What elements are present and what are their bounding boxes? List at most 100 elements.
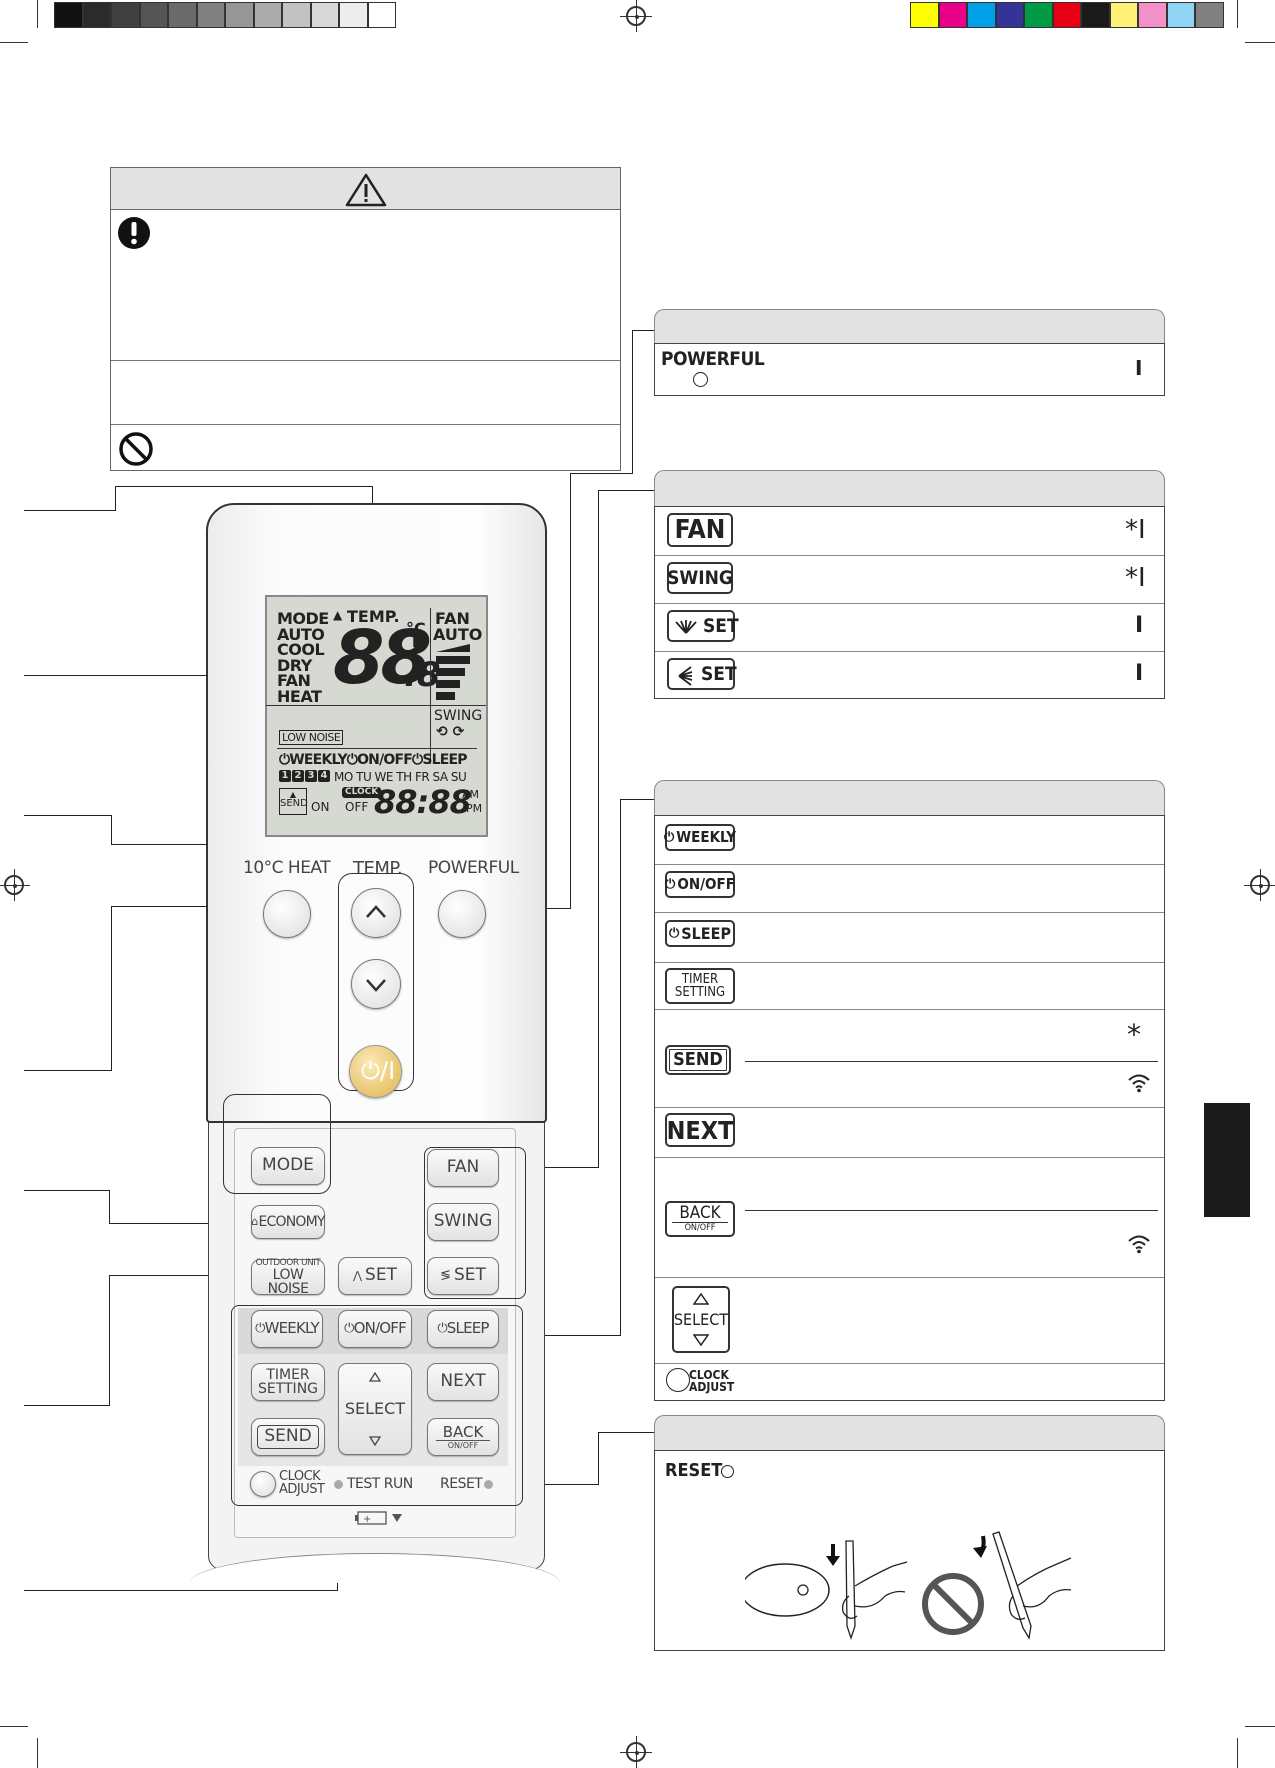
select-button[interactable]: SELECT <box>338 1363 412 1455</box>
horizontal-airflow-set-key-icon: SET <box>667 658 737 690</box>
lcd-mode-list: MODE AUTO COOL DRY FAN HEAT <box>277 611 329 704</box>
onoff-label: ON/OFF <box>677 875 735 893</box>
vertical-airflow-set-button[interactable]: ⋀SET <box>338 1257 412 1295</box>
lcd-sleep: SLEEP <box>422 752 467 768</box>
lcd-time: 88:88 <box>374 783 472 821</box>
fan-panel-header <box>654 470 1165 506</box>
temp-down-button[interactable] <box>351 959 401 1009</box>
registration-mark-icon <box>620 0 652 32</box>
timer-panel-header <box>654 780 1165 815</box>
vertical-airflow-icon <box>675 620 697 634</box>
weekly-key-icon: ⏻WEEKLY <box>664 824 736 851</box>
crop-mark <box>1245 42 1275 43</box>
back-label: BACK <box>442 1422 484 1441</box>
leader-line <box>109 1275 110 1406</box>
lcd-divider <box>430 608 431 764</box>
leader-line <box>109 1275 254 1276</box>
lcd-pm: PM <box>466 802 483 815</box>
color-swatch <box>938 2 967 28</box>
lcd-send: SEND <box>280 798 308 809</box>
wifi-icon <box>1128 1074 1150 1093</box>
fan-button[interactable]: FAN <box>427 1149 499 1187</box>
color-swatch <box>1024 2 1053 28</box>
clock-label: CLOCK <box>279 1469 321 1484</box>
registration-mark-icon <box>0 869 30 901</box>
lcd-up-triangle-icon: ▲ <box>333 608 343 622</box>
lcd-dry: DRY <box>277 655 312 675</box>
onoff-button[interactable]: ⏻ON/OFF <box>338 1310 412 1348</box>
select-key-icon: SELECT <box>672 1286 730 1353</box>
fan-panel: FAN *I SWING *I SET I SET I <box>654 506 1165 699</box>
lcd-program-number: 2 <box>292 770 304 782</box>
asterisk-icon: * <box>1127 1018 1141 1051</box>
lcd-low-noise: LOW NOISE <box>279 730 344 745</box>
clock-adjust-button[interactable] <box>250 1471 276 1497</box>
timer-label: TIMER <box>681 972 719 987</box>
reset-panel-header <box>654 1415 1165 1451</box>
next-button[interactable]: NEXT <box>427 1363 499 1401</box>
color-swatch <box>1195 2 1224 28</box>
lcd-deg-c: °C <box>406 619 426 638</box>
crop-mark <box>1237 0 1238 28</box>
leader-line <box>570 473 633 474</box>
reset-illustration <box>745 1531 1072 1641</box>
color-swatch <box>339 2 368 28</box>
lcd-divider <box>266 705 431 706</box>
weekly-button[interactable]: ⏻WEEKLY <box>251 1310 323 1348</box>
color-swatch <box>967 2 996 28</box>
reset-button[interactable] <box>484 1480 493 1489</box>
color-swatch <box>910 2 939 28</box>
send-button[interactable]: SEND <box>251 1418 325 1456</box>
lcd-send-indicator: ▲SEND <box>279 788 308 815</box>
set-label: SET <box>701 662 737 685</box>
back-label: BACK <box>679 1203 721 1223</box>
battery-icon: + <box>355 1511 402 1525</box>
lcd-temp-digits: 88 <box>333 615 432 701</box>
powerful-button[interactable] <box>438 890 486 938</box>
color-swatch <box>139 2 168 28</box>
exclamation-circle-icon <box>118 217 150 249</box>
setting-label: SETTING <box>257 1381 319 1397</box>
send-label: SEND <box>257 1425 319 1449</box>
sleep-button[interactable]: ⏻SLEEP <box>427 1310 499 1348</box>
leader-line <box>372 486 373 504</box>
color-swatch <box>995 2 1024 28</box>
lcd-clock: CLOCK <box>342 787 382 798</box>
horizontal-set-mark: I <box>1135 661 1144 686</box>
swing-button[interactable]: SWING <box>427 1203 499 1241</box>
leader-line <box>111 906 112 1071</box>
set-label: SET <box>365 1265 397 1286</box>
leader-line <box>524 1167 599 1168</box>
back-leader-line <box>745 1210 1158 1211</box>
color-swatch <box>225 2 254 28</box>
mode-button[interactable]: MODE <box>251 1147 325 1185</box>
reset-label: RESET <box>440 1476 483 1492</box>
leader-line <box>115 486 373 487</box>
test-run-indicator[interactable] <box>334 1480 343 1489</box>
clock-label: CLOCK <box>689 1368 729 1382</box>
lcd-weekly: WEEKLY <box>289 752 347 768</box>
temp-up-button[interactable] <box>351 888 401 938</box>
powerful-button-icon <box>693 372 708 387</box>
swing-key-icon: SWING <box>667 562 733 594</box>
fan-group-outline <box>424 1147 526 1299</box>
color-swatch <box>253 2 282 28</box>
onoff-key-icon: ⏻ON/OFF <box>665 871 735 898</box>
economy-button[interactable]: ⌂ECONOMY <box>251 1205 325 1239</box>
lcd-swing-icons: ⟲ ⟳ <box>436 724 465 740</box>
lcd-heat: HEAT <box>277 686 322 706</box>
heat10-button[interactable] <box>263 890 311 938</box>
lcd-deg-f: F <box>412 635 422 651</box>
power-button[interactable]: ⏻/I <box>349 1045 402 1098</box>
reset-label: RESET <box>665 1460 723 1481</box>
color-swatch <box>1052 2 1081 28</box>
color-swatch <box>367 2 396 28</box>
registration-mark-icon <box>620 1736 652 1768</box>
horizontal-airflow-set-button[interactable]: ≶SET <box>427 1257 499 1295</box>
lcd-onoff: ON/OFF <box>357 752 413 768</box>
